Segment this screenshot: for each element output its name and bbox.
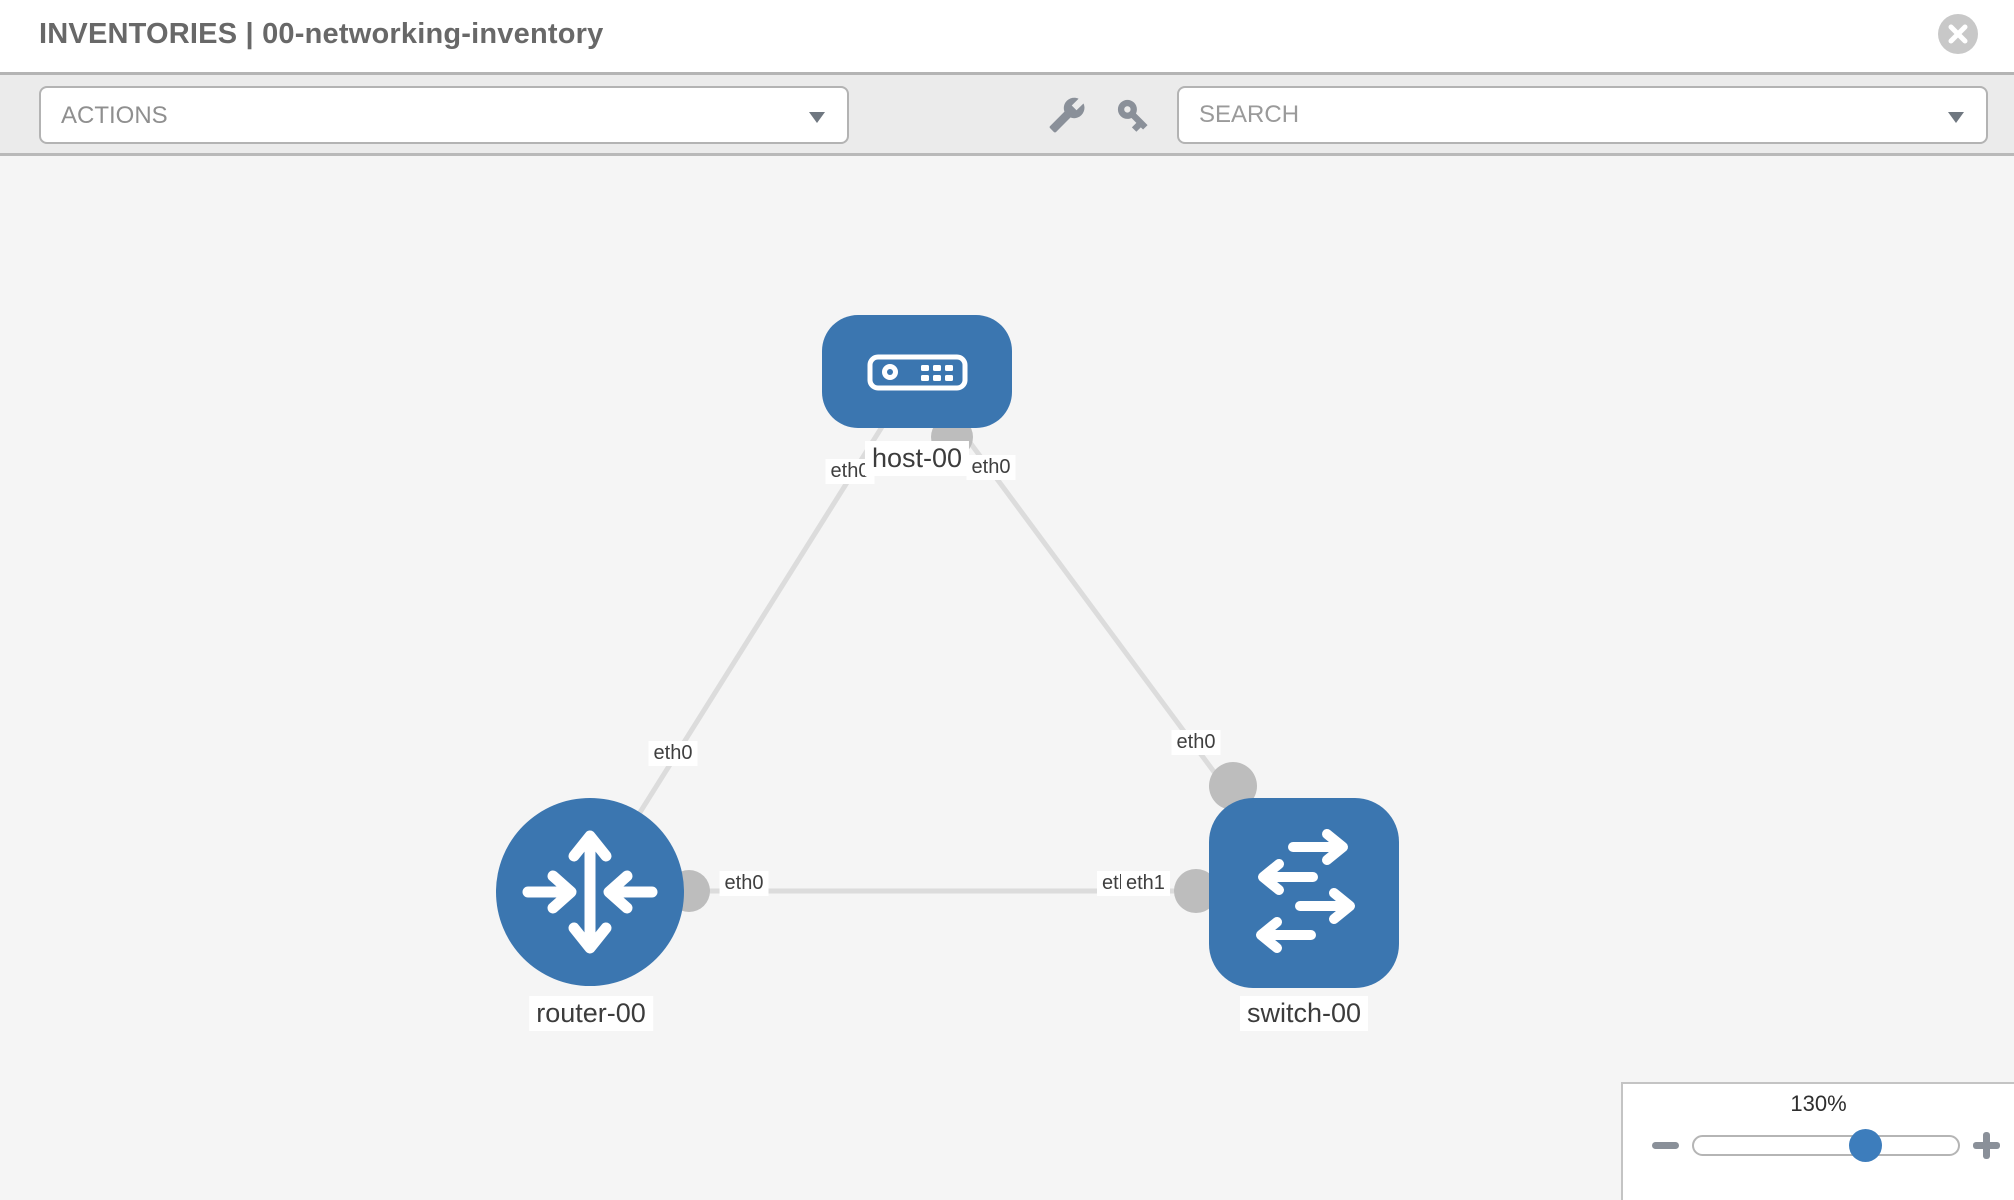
iface-label-over: eth1 [1121,871,1170,896]
credentials-button[interactable] [1114,96,1152,134]
iface-label-switch-eth-overlap: eth0 eth1 [1097,871,1170,896]
zoom-slider[interactable] [1692,1129,1960,1162]
zoom-control-panel: 130% [1621,1082,2014,1200]
zoom-slider-thumb[interactable] [1849,1129,1882,1162]
node-label-switch: switch-00 [1239,996,1369,1031]
zoom-out-button[interactable] [1652,1142,1679,1149]
zoom-level-value: 130% [1790,1091,1847,1116]
key-icon [1117,99,1148,132]
node-label-host: host-00 [864,441,970,476]
search-input[interactable] [1179,88,1986,142]
page-header: INVENTORIES | 00-networking-inventory [0,0,2014,75]
iface-label-switch-link-eth0: eth0 [1171,730,1221,755]
close-icon [1948,24,1968,44]
close-button[interactable] [1938,14,1978,54]
router-icon [522,830,658,954]
chevron-down-icon [809,112,825,123]
wrench-icon [1049,97,1085,133]
topology-canvas[interactable] [0,156,2014,1200]
page-title: INVENTORIES | 00-networking-inventory [39,18,604,50]
actions-dropdown-label: ACTIONS [61,102,168,129]
host-icon [867,354,968,391]
actions-dropdown[interactable]: ACTIONS [39,86,849,144]
switch-icon [1256,829,1355,953]
configure-button[interactable] [1048,96,1086,134]
search-box [1177,86,1988,144]
node-switch-00[interactable] [1209,798,1399,988]
iface-label-router-eth0: eth0 [719,871,769,896]
node-label-router: router-00 [529,996,653,1031]
iface-label-router-link-eth0: eth0 [648,741,698,766]
zoom-in-button[interactable] [1973,1132,2000,1159]
toolbar: ACTIONS [0,75,2014,156]
chevron-down-icon [1948,112,1964,123]
node-router-00[interactable] [496,798,684,986]
iface-label-host-eth0-right: eth0 [966,455,1016,480]
node-host-00[interactable] [822,315,1012,428]
